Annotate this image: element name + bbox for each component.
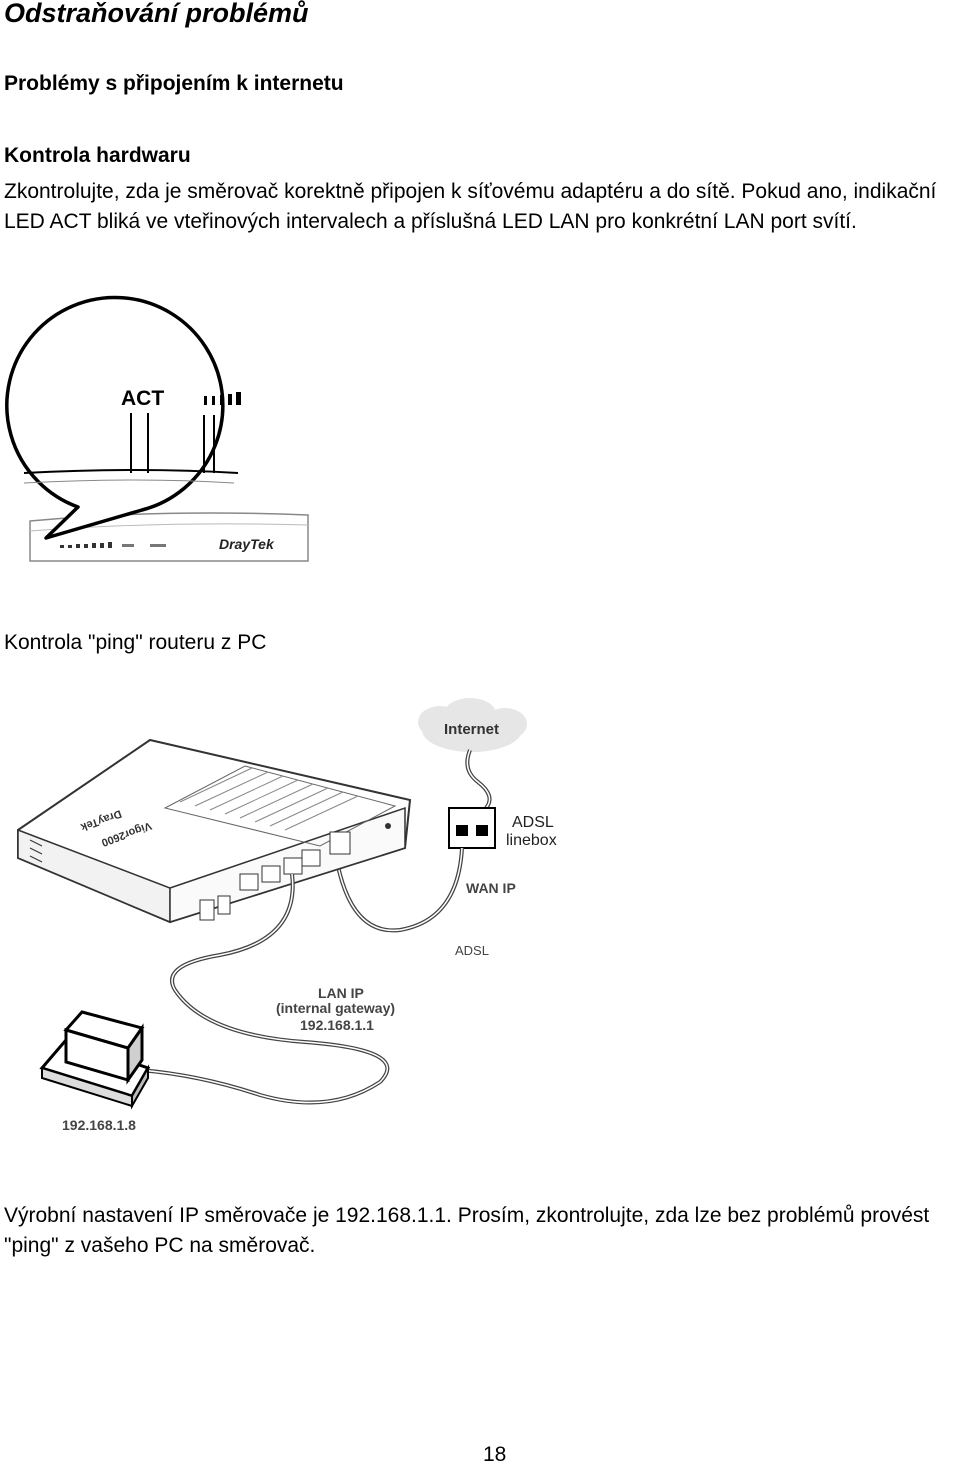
router-brand-label: DrayTek <box>219 536 275 552</box>
wan-ip-label: WAN IP <box>466 880 516 896</box>
section-heading: Problémy s připojením k internetu <box>4 72 344 95</box>
lan-ip-label-line1: LAN IP <box>318 985 364 1001</box>
hardware-paragraph: Zkontrolujte, zda je směrovač korektně p… <box>4 180 937 233</box>
adsl-linebox-icon <box>448 807 496 849</box>
internet-label: Internet <box>444 721 499 738</box>
router-led-row <box>60 542 166 548</box>
network-diagram: Internet ADSL linebox WAN IP ADSL DrayTe… <box>17 698 557 1133</box>
led-indicators <box>204 392 241 405</box>
router-led-figure: DrayTek ACT <box>5 295 309 562</box>
zoom-bubble <box>5 295 225 540</box>
ping-paragraph: Výrobní nastavení IP směrovače je 192.16… <box>4 1204 930 1257</box>
adsl-label: ADSL <box>455 943 489 958</box>
router-icon <box>17 738 412 924</box>
act-label: ACT <box>121 387 164 410</box>
pc-icon <box>39 1010 151 1110</box>
page-number: 18 <box>483 1443 507 1466</box>
internet-cloud-icon <box>418 698 527 752</box>
adsl-linebox-label-line1: ADSL <box>512 814 554 831</box>
pc-ip-label: 192.168.1.8 <box>62 1117 136 1133</box>
subsection-heading: Kontrola hardwaru <box>4 144 191 167</box>
led-light-pipes <box>23 413 239 484</box>
lan-ip-label-line3: 192.168.1.1 <box>300 1017 374 1033</box>
lan-ip-label-line2: (internal gateway) <box>276 1000 395 1016</box>
page-title: Odstraňování problémů <box>4 0 309 28</box>
adsl-linebox-label-line2: linebox <box>506 832 557 849</box>
ping-heading: Kontrola "ping" routeru z PC <box>4 631 267 654</box>
